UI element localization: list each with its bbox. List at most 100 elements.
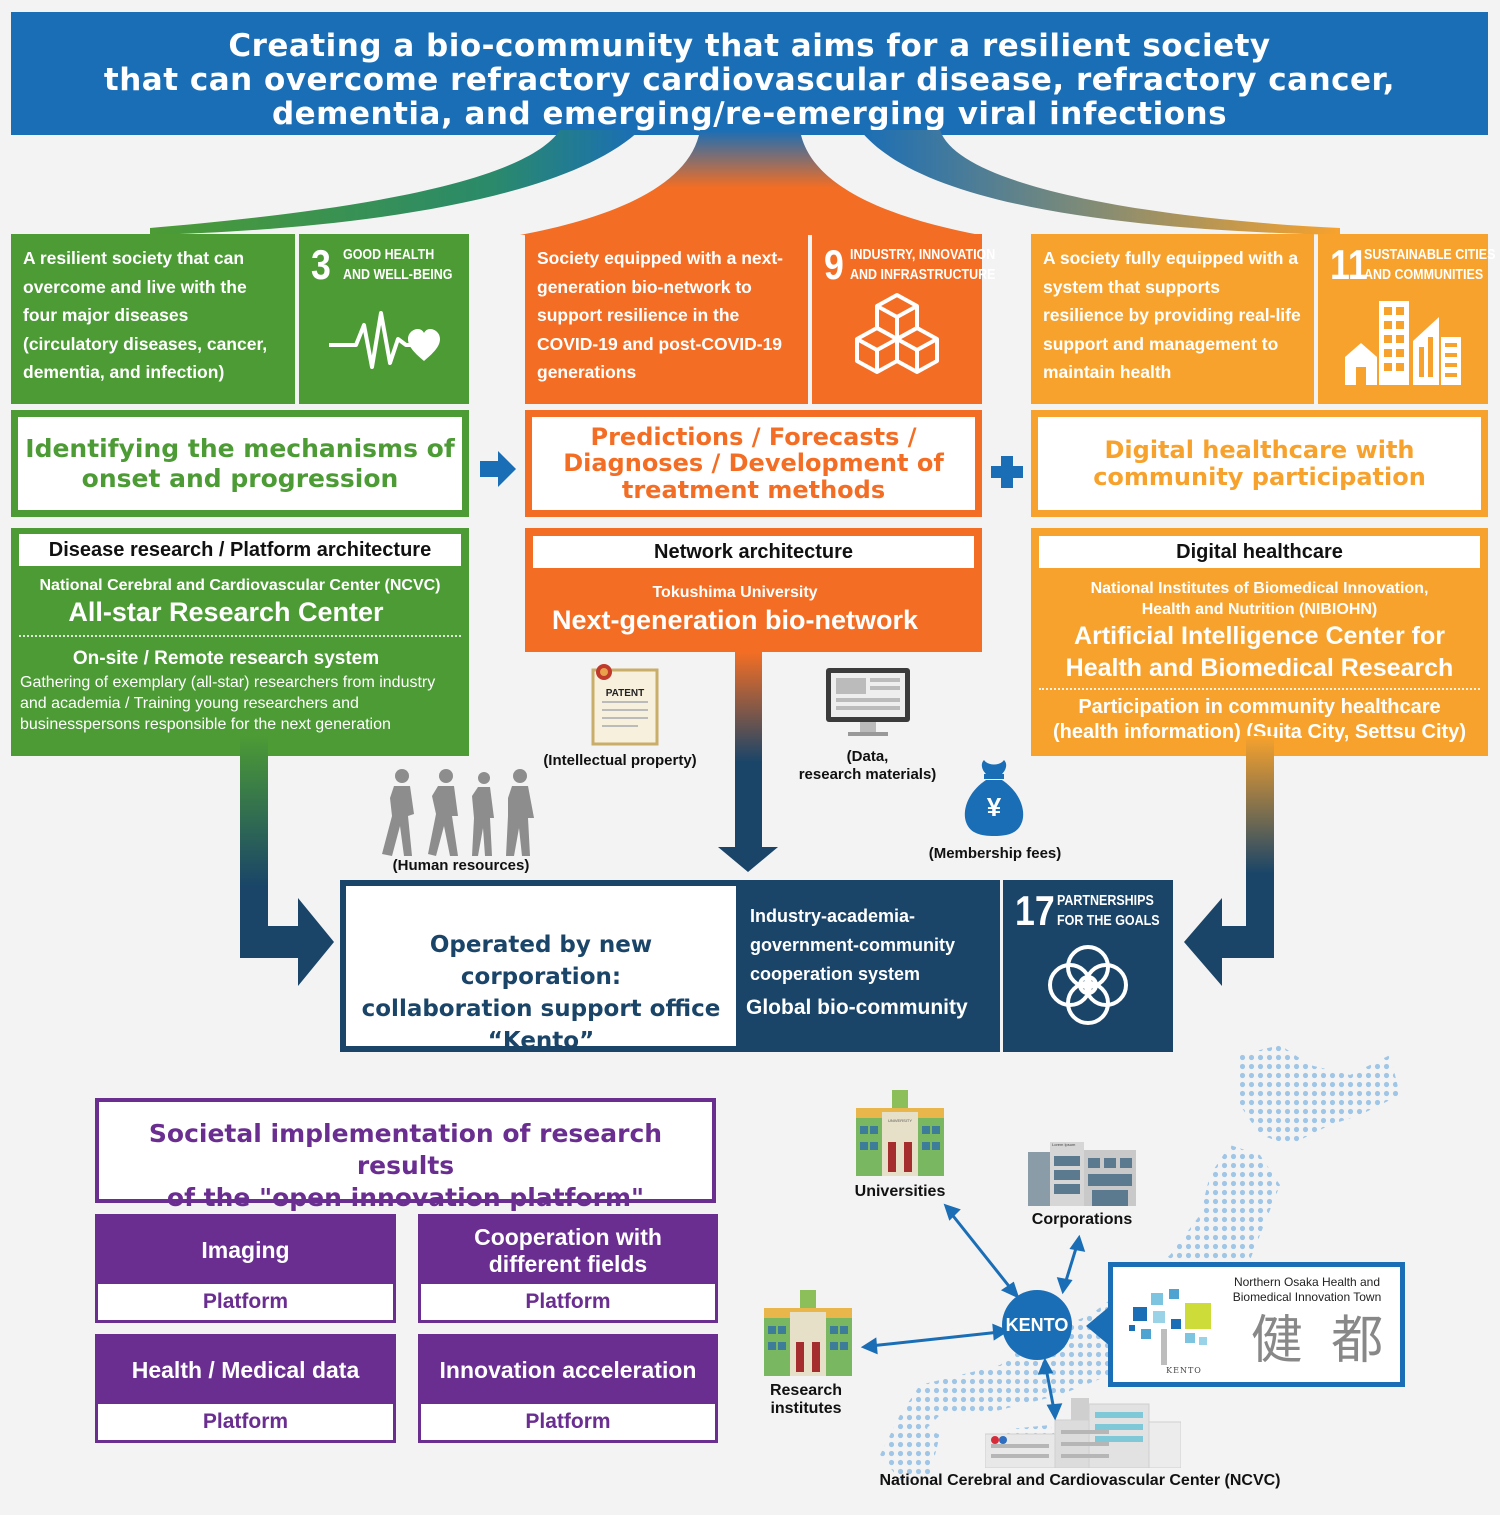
platform-sub: Platform — [525, 1290, 611, 1313]
platform-title: Innovation acceleration — [421, 1337, 715, 1404]
human-caption: (Human resources) — [392, 857, 530, 874]
kento-hub: KENTO — [1002, 1290, 1072, 1360]
patent-certificate-icon: PATENT — [590, 662, 660, 746]
ncvc-label: National Cerebral and Cardiovascular Cen… — [879, 1472, 1281, 1489]
research-label-line-2: institutes — [770, 1400, 842, 1417]
town-name-line-2: Biomedical Innovation Town — [1232, 1290, 1382, 1304]
center-left: All-star Research Center — [68, 597, 384, 627]
center-right: Artificial Intelligence Center for Healt… — [1031, 620, 1488, 684]
heartbeat-icon — [299, 305, 469, 390]
sdg-number: 3 — [311, 241, 331, 288]
society-text-left: A resilient society that can overcome an… — [23, 248, 268, 382]
patent-label: PATENT — [605, 688, 645, 699]
sdg-9-tile: 9 INDUSTRY, INNOVATION AND INFRASTRUCTUR… — [812, 234, 995, 404]
platform-cooperation: Cooperation with different fields Platfo… — [418, 1214, 718, 1323]
arch-label-middle: Network architecture — [533, 536, 974, 568]
platform-innovation: Innovation acceleration Platform — [418, 1334, 718, 1443]
research-institute-building-icon — [760, 1286, 856, 1376]
divider — [19, 635, 461, 637]
societal-line-2: of the "open innovation platform" — [166, 1183, 645, 1212]
sdg-label: SUSTAINABLE CITIES AND COMMUNITIES — [1364, 245, 1495, 285]
mech-middle-line-3: treatment methods — [621, 475, 886, 504]
main-title-banner: Creating a bio-community that aims for a… — [11, 12, 1488, 135]
mech-left-line-1: Identifying the mechanisms of — [25, 433, 455, 463]
universities-label: Universities — [854, 1183, 946, 1200]
center-right-line-1: Artificial Intelligence Center for — [1074, 622, 1445, 650]
arch-label-right: Digital healthcare — [1039, 536, 1480, 568]
platform-title: Health / Medical data — [98, 1337, 393, 1404]
mechanism-box-middle: Predictions / Forecasts / Diagnoses / De… — [525, 410, 982, 517]
mech-middle-line-2: Diagnoses / Development of — [563, 449, 944, 478]
computer-monitor-icon — [824, 666, 912, 738]
city-buildings-icon — [1318, 297, 1488, 390]
divider — [1039, 688, 1480, 690]
sdg-label-line-2: AND COMMUNITIES — [1364, 267, 1484, 283]
title-line-3: dementia, and emerging/re-emerging viral… — [271, 96, 1228, 132]
mech-left-line-2: onset and progression — [81, 463, 399, 493]
university-building-icon: UNIVERSITY — [852, 1086, 948, 1176]
sdg-11-tile: 11 SUSTAINABLE CITIES AND COMMUNITIES — [1318, 234, 1495, 404]
sdg-label-line-2: FOR THE GOALS — [1057, 913, 1160, 929]
architecture-box-middle: Network architecture Tokushima Universit… — [525, 528, 982, 652]
org-middle: Tokushima University — [652, 584, 818, 601]
title-line-2: that can overcome refractory cardiovascu… — [103, 62, 1396, 98]
data-caption-line-1: (Data, — [846, 748, 889, 765]
kento-operation-box: Operated by new corporation: collaborati… — [340, 880, 1000, 1054]
plus-icon — [991, 456, 1023, 488]
sdg-label-line-2: AND WELL-BEING — [343, 267, 453, 283]
partnership-rings-icon — [1003, 939, 1173, 1036]
money-bag-icon: ¥ — [962, 756, 1026, 838]
university-sign: UNIVERSITY — [887, 1118, 912, 1123]
center-right-line-2: Health and Biomedical Research — [1065, 654, 1454, 682]
platform-title-line-1: Cooperation with — [474, 1223, 662, 1250]
platform-title: Imaging — [98, 1217, 393, 1284]
platform-health-data: Health / Medical data Platform — [95, 1334, 396, 1443]
subsystem-right-line-1: Participation in community healthcare — [1078, 696, 1441, 718]
society-text-right: A society fully equipped with a system t… — [1043, 248, 1301, 382]
platform-title-line-2: different fields — [488, 1250, 648, 1277]
subsystem-title-left: On-site / Remote research system — [72, 648, 380, 669]
sdg-17-tile: 17 PARTNERSHIPS FOR THE GOALS — [1003, 880, 1173, 1052]
town-name-line-1: Northern Osaka Health and — [1233, 1275, 1381, 1289]
mechanism-box-right: Digital healthcare with community partic… — [1031, 410, 1488, 517]
platform-sub: Platform — [525, 1410, 611, 1433]
right-arrow-icon — [480, 451, 516, 487]
subsystem-desc-left: Gathering of exemplary (all-star) resear… — [20, 674, 436, 733]
fees-caption: (Membership fees) — [928, 845, 1062, 862]
kento-mosaic-logo-icon — [1129, 1289, 1211, 1365]
mech-middle-line-1: Predictions / Forecasts / — [590, 422, 917, 451]
sdg-number: 11 — [1330, 241, 1368, 288]
societal-line-1: Societal implementation of research resu… — [148, 1119, 663, 1180]
flow-arrows — [240, 652, 1274, 986]
platform-title: Cooperation with different fields — [421, 1217, 715, 1284]
org-right-line-1: National Institutes of Biomedical Innova… — [1090, 580, 1429, 597]
societal-implementation-heading: Societal implementation of research resu… — [95, 1098, 716, 1212]
sdg-label: INDUSTRY, INNOVATION AND INFRASTRUCTURE — [850, 245, 995, 285]
sdg-number: 9 — [824, 241, 844, 288]
sdg-label: PARTNERSHIPS FOR THE GOALS — [1057, 891, 1160, 931]
research-label-line-1: Research — [769, 1382, 843, 1399]
operation-line-2: collaboration support office — [361, 996, 721, 1022]
data-caption-line-2: research materials) — [798, 766, 937, 783]
operation-statement: Operated by new corporation: collaborati… — [346, 886, 736, 1054]
platform-imaging: Imaging Platform — [95, 1214, 396, 1323]
cooperation-line-1: Industry-academia- — [750, 906, 916, 926]
yen-symbol: ¥ — [986, 792, 1002, 822]
center-middle: Next-generation bio-network — [551, 605, 919, 635]
platform-sub: Platform — [202, 1410, 289, 1433]
ip-caption: (Intellectual property) — [543, 752, 697, 769]
research-institutes-label: Research institutes — [746, 1382, 866, 1418]
sdg-label-line-2: AND INFRASTRUCTURE — [850, 267, 996, 283]
platform-sub: Platform — [202, 1290, 289, 1313]
architecture-box-left: Disease research / Platform architecture… — [11, 528, 469, 756]
kento-kanji: 健 都 — [1250, 1311, 1390, 1371]
town-name: Northern Osaka Health and Biomedical Inn… — [1209, 1275, 1405, 1305]
org-right-line-2: Health and Nutrition (NIBIOHN) — [1141, 601, 1378, 618]
mech-right-line-1: Digital healthcare with — [1104, 435, 1415, 464]
operation-line-1: Operated by new corporation: — [429, 932, 653, 990]
operation-line-3: “Kento” — [487, 1028, 595, 1054]
sdg-label-line-1: PARTNERSHIPS — [1057, 893, 1154, 909]
people-walking-icon — [378, 766, 544, 858]
org-right: National Institutes of Biomedical Innova… — [1031, 578, 1488, 620]
